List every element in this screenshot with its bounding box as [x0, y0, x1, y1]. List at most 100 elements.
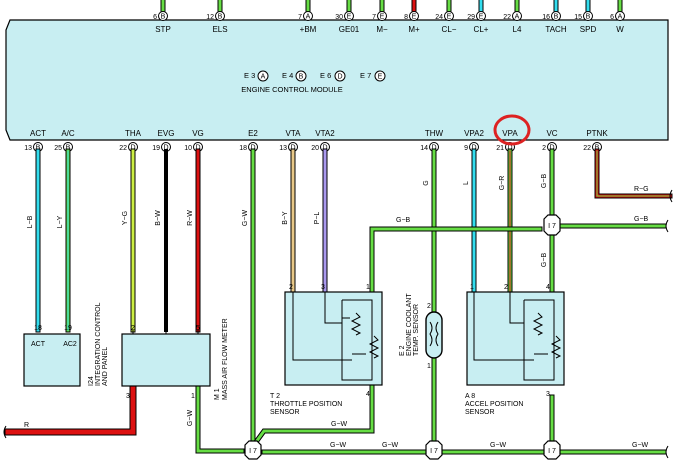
top-pin-badge: [551, 11, 561, 21]
throttle-pin-1: 1: [366, 284, 370, 291]
bottom-pin-label: VG: [192, 129, 204, 138]
top-pin-label: W: [616, 25, 624, 34]
top-pin-label: L4: [513, 25, 522, 34]
top-pin-letter: A: [306, 14, 311, 21]
label-wire-gb-branch: G−B: [396, 217, 411, 224]
top-pin-letter: E: [447, 14, 452, 21]
panel-pin-18: 18: [34, 325, 42, 332]
bottom-pin-letter: D: [290, 145, 295, 152]
label-wire-gw-bottom-4: G−W: [632, 442, 649, 449]
top-pin-label: ELS: [212, 25, 227, 34]
splices: I 7 I 7 I 7 I 7: [244, 214, 561, 460]
mass-air-flow-meter: 2 4 5 3 1 M 1 MASS AIR FLOW METER: [121, 318, 229, 400]
top-pin-letter: B: [554, 14, 559, 21]
top-pin-badge: [615, 11, 625, 21]
top-pin-number: 29: [467, 14, 475, 21]
connector-id-3: E 6: [320, 71, 331, 80]
bottom-pin-number: 9: [464, 145, 468, 152]
label-wire-gw-bottom-3: G−W: [490, 442, 507, 449]
connector-id-1: E 3: [244, 71, 255, 80]
ecm-title: ENGINE CONTROL MODULE: [241, 85, 342, 94]
panel-caption-line-1: INTEGRATION CONTROL: [95, 302, 102, 386]
wire-gb-branch: [369, 226, 543, 295]
label-wire-gw-bottom-2: G−W: [382, 442, 399, 449]
bottom-pin-number: 18: [239, 145, 247, 152]
bottom-pin-letter: B: [66, 145, 71, 152]
top-pin-letter: B: [161, 14, 166, 21]
top-pin-number: 30: [335, 14, 343, 21]
top-pin-badge: [583, 11, 593, 21]
label-wire-tha: Y−G: [122, 211, 129, 225]
accel-pin-4: 4: [546, 284, 550, 291]
bottom-pin-label: E2: [248, 129, 258, 138]
panel-caption-id: I24: [88, 376, 95, 386]
top-pin-label: +BM: [300, 25, 317, 34]
top-pin-number: 6: [610, 14, 614, 21]
panel-caption-line-2: AND PANEL: [102, 347, 109, 386]
bottom-pin-number: 21: [496, 145, 504, 152]
top-pin-letter: E: [412, 14, 417, 21]
top-pin-number: 7: [372, 14, 376, 21]
bottom-pin-letter: D: [195, 145, 200, 152]
label-wire-ac: L−Y: [57, 215, 64, 228]
connector-badge-1: [257, 70, 269, 82]
bottom-pin-number: 10: [184, 145, 192, 152]
bottom-pin-label: A/C: [61, 129, 75, 138]
bottom-pin-number: 25: [54, 145, 62, 152]
top-pin-badge: [512, 11, 522, 21]
bottom-pin-number: 14: [420, 145, 428, 152]
accel-pin-1: 1: [470, 284, 474, 291]
splice-3: I 7: [543, 440, 561, 460]
top-pin-label: M+: [408, 25, 420, 34]
bottom-pin-number: 13: [24, 145, 32, 152]
throttle-position-sensor: 2 3 1 4 T 2 THROTTLE POSITION SENSOR: [270, 284, 383, 416]
top-pin-badge: [344, 11, 354, 21]
ecm-connector-line: E 3 A E 4 B E 6 D E 7 E: [244, 70, 386, 82]
top-pin-letter: A: [618, 14, 623, 21]
accel-caption-line-1: ACCEL POSITION: [465, 401, 523, 408]
accel-caption-line-2: SENSOR: [465, 409, 495, 416]
bottom-pin-number: 22: [583, 145, 591, 152]
vpa-highlight-circle: [493, 114, 531, 146]
bottom-pin-label: PTNK: [586, 129, 608, 138]
maf-caption-id: M 1: [214, 388, 221, 400]
bottom-pin-letter: D: [507, 145, 512, 152]
top-wire-stubs: [160, 0, 623, 12]
connector-letter-1: A: [261, 74, 266, 81]
bottom-pin-label: THW: [425, 129, 444, 138]
maf-pin-5: 5: [196, 325, 200, 332]
connector-letter-2: B: [299, 74, 304, 81]
ecm-top-pin-tach: 16 B TACH: [542, 11, 567, 34]
label-wire-vc: G−B: [541, 174, 548, 189]
wire-labels: L−B L−Y Y−G B−W R−W G−W B−Y P−L G L G−R …: [24, 174, 649, 449]
bottom-pin-letter: D: [250, 145, 255, 152]
panel-label-ac2: AC2: [63, 341, 77, 348]
bottom-pin-label: VTA2: [315, 129, 335, 138]
bottom-pin-letter: B: [36, 145, 41, 152]
label-wire-vc-lower: G−B: [541, 253, 548, 268]
top-pin-number: 15: [574, 14, 582, 21]
top-pin-badge: [158, 11, 168, 21]
top-pin-letter: B: [586, 14, 591, 21]
top-pin-number: 6: [153, 14, 157, 21]
top-pin-label: TACH: [545, 25, 566, 34]
label-wire-act: L−B: [27, 215, 34, 228]
label-wire-gw-bottom-1: G−W: [330, 442, 347, 449]
top-pin-label: CL−: [442, 25, 457, 34]
top-pin-number: 16: [542, 14, 550, 21]
splice-4-label: I 7: [548, 223, 556, 230]
wire-end-brackets: [3, 189, 673, 459]
bottom-pin-number: 20: [311, 145, 319, 152]
splice-4: I 7: [543, 214, 561, 236]
connector-letter-4: E: [378, 74, 383, 81]
lower-wiring: [4, 148, 673, 455]
top-pin-badge: [476, 11, 486, 21]
bottom-pin-label: THA: [125, 129, 142, 138]
bottom-pin-label: VPA: [502, 129, 518, 138]
connector-id-2: E 4: [282, 71, 293, 80]
top-pin-label: GE01: [339, 25, 360, 34]
